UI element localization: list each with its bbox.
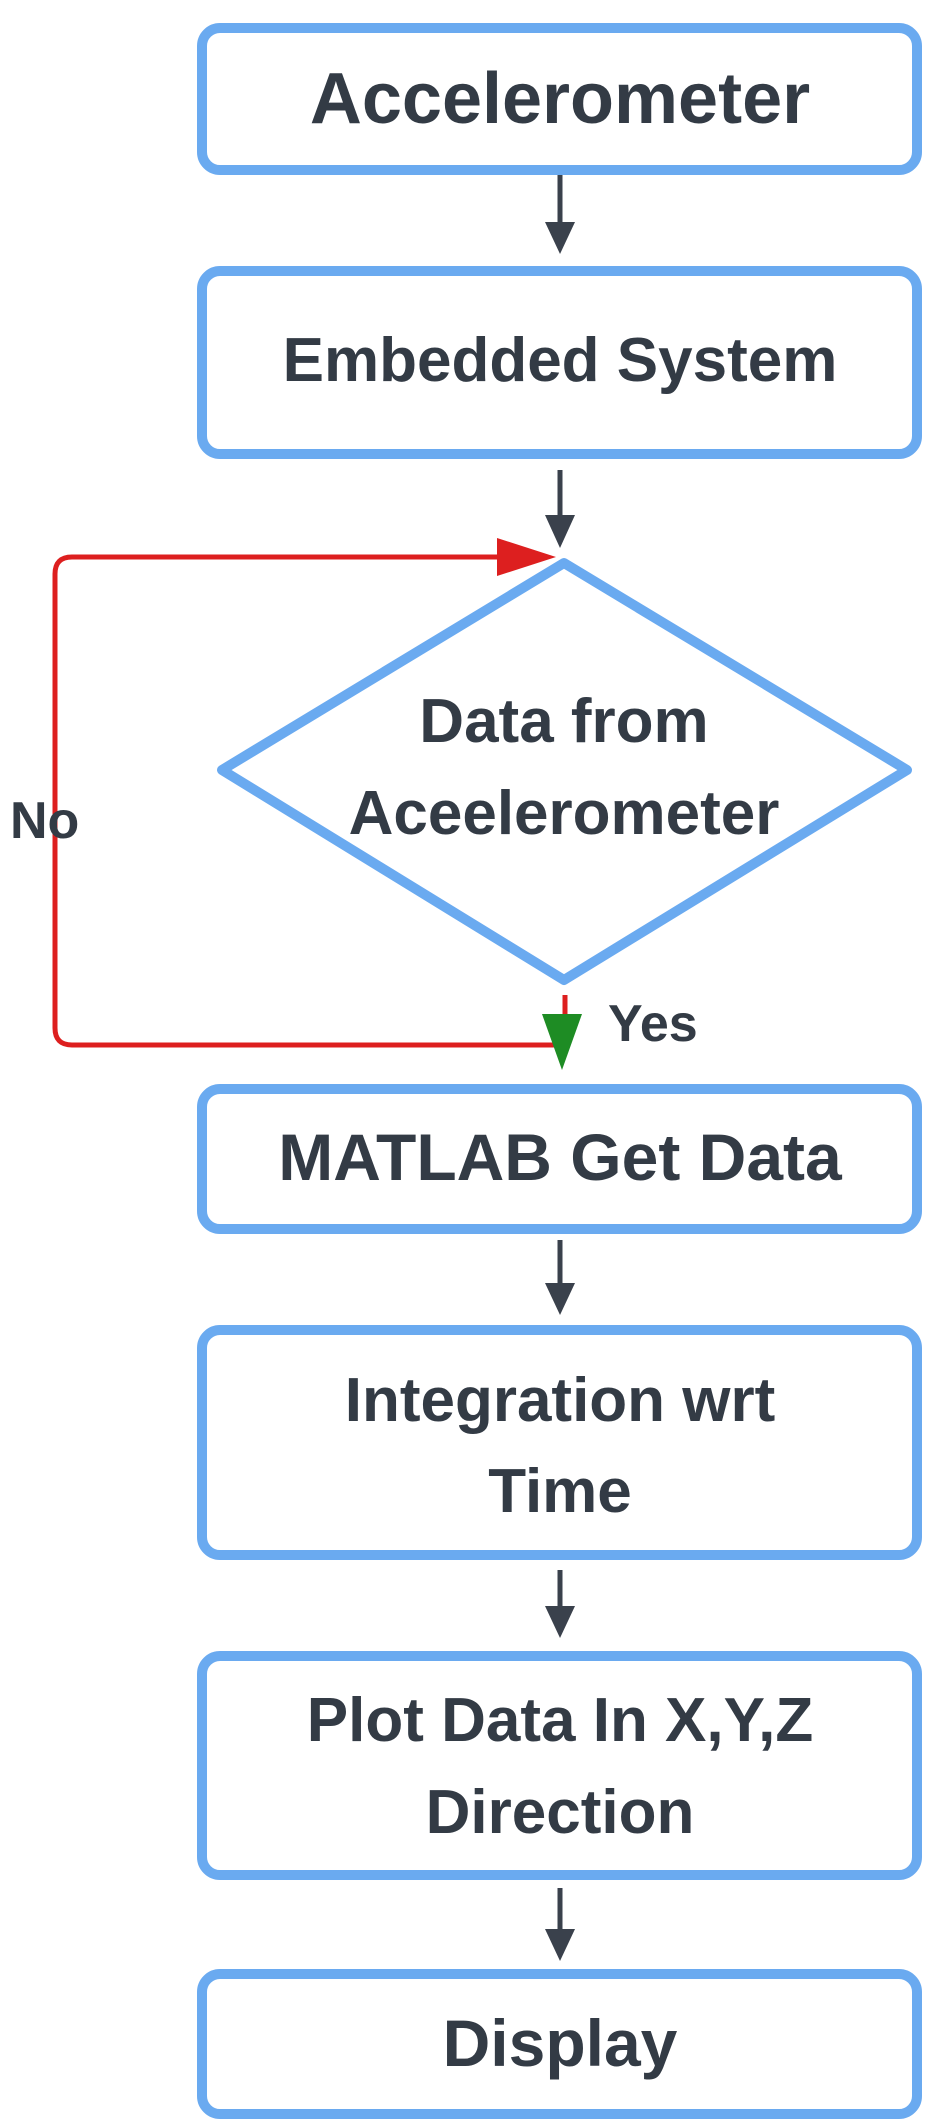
edge-label-no: No bbox=[10, 792, 79, 850]
node-display: Display bbox=[197, 1969, 922, 2119]
node-decision: Data from Aceelerometer bbox=[217, 558, 912, 985]
node-embedded-system-box bbox=[197, 266, 922, 459]
arrow-decision-to-matlab-yes bbox=[542, 1014, 582, 1070]
node-plot-data: Plot Data In X,Y,Z Direction bbox=[197, 1651, 922, 1880]
node-decision-label-line1: Data from bbox=[419, 687, 708, 756]
yes-arrowhead bbox=[542, 1014, 582, 1070]
no-loop-path bbox=[52, 538, 568, 1048]
node-matlab-get-data: MATLAB Get Data bbox=[197, 1084, 922, 1234]
node-display-box bbox=[197, 1969, 922, 2119]
no-loop-arrowhead bbox=[497, 538, 556, 576]
arrow-integration-to-plot bbox=[545, 1570, 575, 1638]
node-decision-label-line2: Aceelerometer bbox=[349, 779, 780, 848]
node-embedded-system: Embedded System bbox=[197, 266, 922, 459]
edge-label-yes: Yes bbox=[608, 995, 698, 1053]
arrow-accelerometer-to-embedded bbox=[545, 175, 575, 254]
node-integration-box bbox=[197, 1325, 922, 1560]
node-matlab-get-data-box bbox=[197, 1084, 922, 1234]
node-display-label: Display bbox=[443, 2006, 678, 2080]
arrow-embedded-to-decision bbox=[545, 470, 575, 548]
node-integration: Integration wrt Time bbox=[197, 1325, 922, 1560]
node-plot-data-label-line1: Plot Data In X,Y,Z bbox=[307, 1686, 813, 1755]
node-plot-data-box bbox=[197, 1651, 922, 1880]
node-accelerometer-box bbox=[197, 23, 922, 175]
node-plot-data-label-line2: Direction bbox=[426, 1778, 695, 1847]
node-matlab-get-data-label: MATLAB Get Data bbox=[278, 1120, 843, 1194]
node-integration-label-line2: Time bbox=[488, 1457, 632, 1526]
node-accelerometer: Accelerometer bbox=[197, 23, 922, 175]
node-accelerometer-label: Accelerometer bbox=[310, 59, 810, 139]
node-decision-diamond bbox=[217, 558, 912, 985]
arrow-plot-to-display bbox=[545, 1888, 575, 1961]
node-integration-label-line1: Integration wrt bbox=[345, 1366, 776, 1435]
arrow-matlab-to-integration bbox=[545, 1240, 575, 1315]
node-embedded-system-label: Embedded System bbox=[283, 326, 838, 395]
